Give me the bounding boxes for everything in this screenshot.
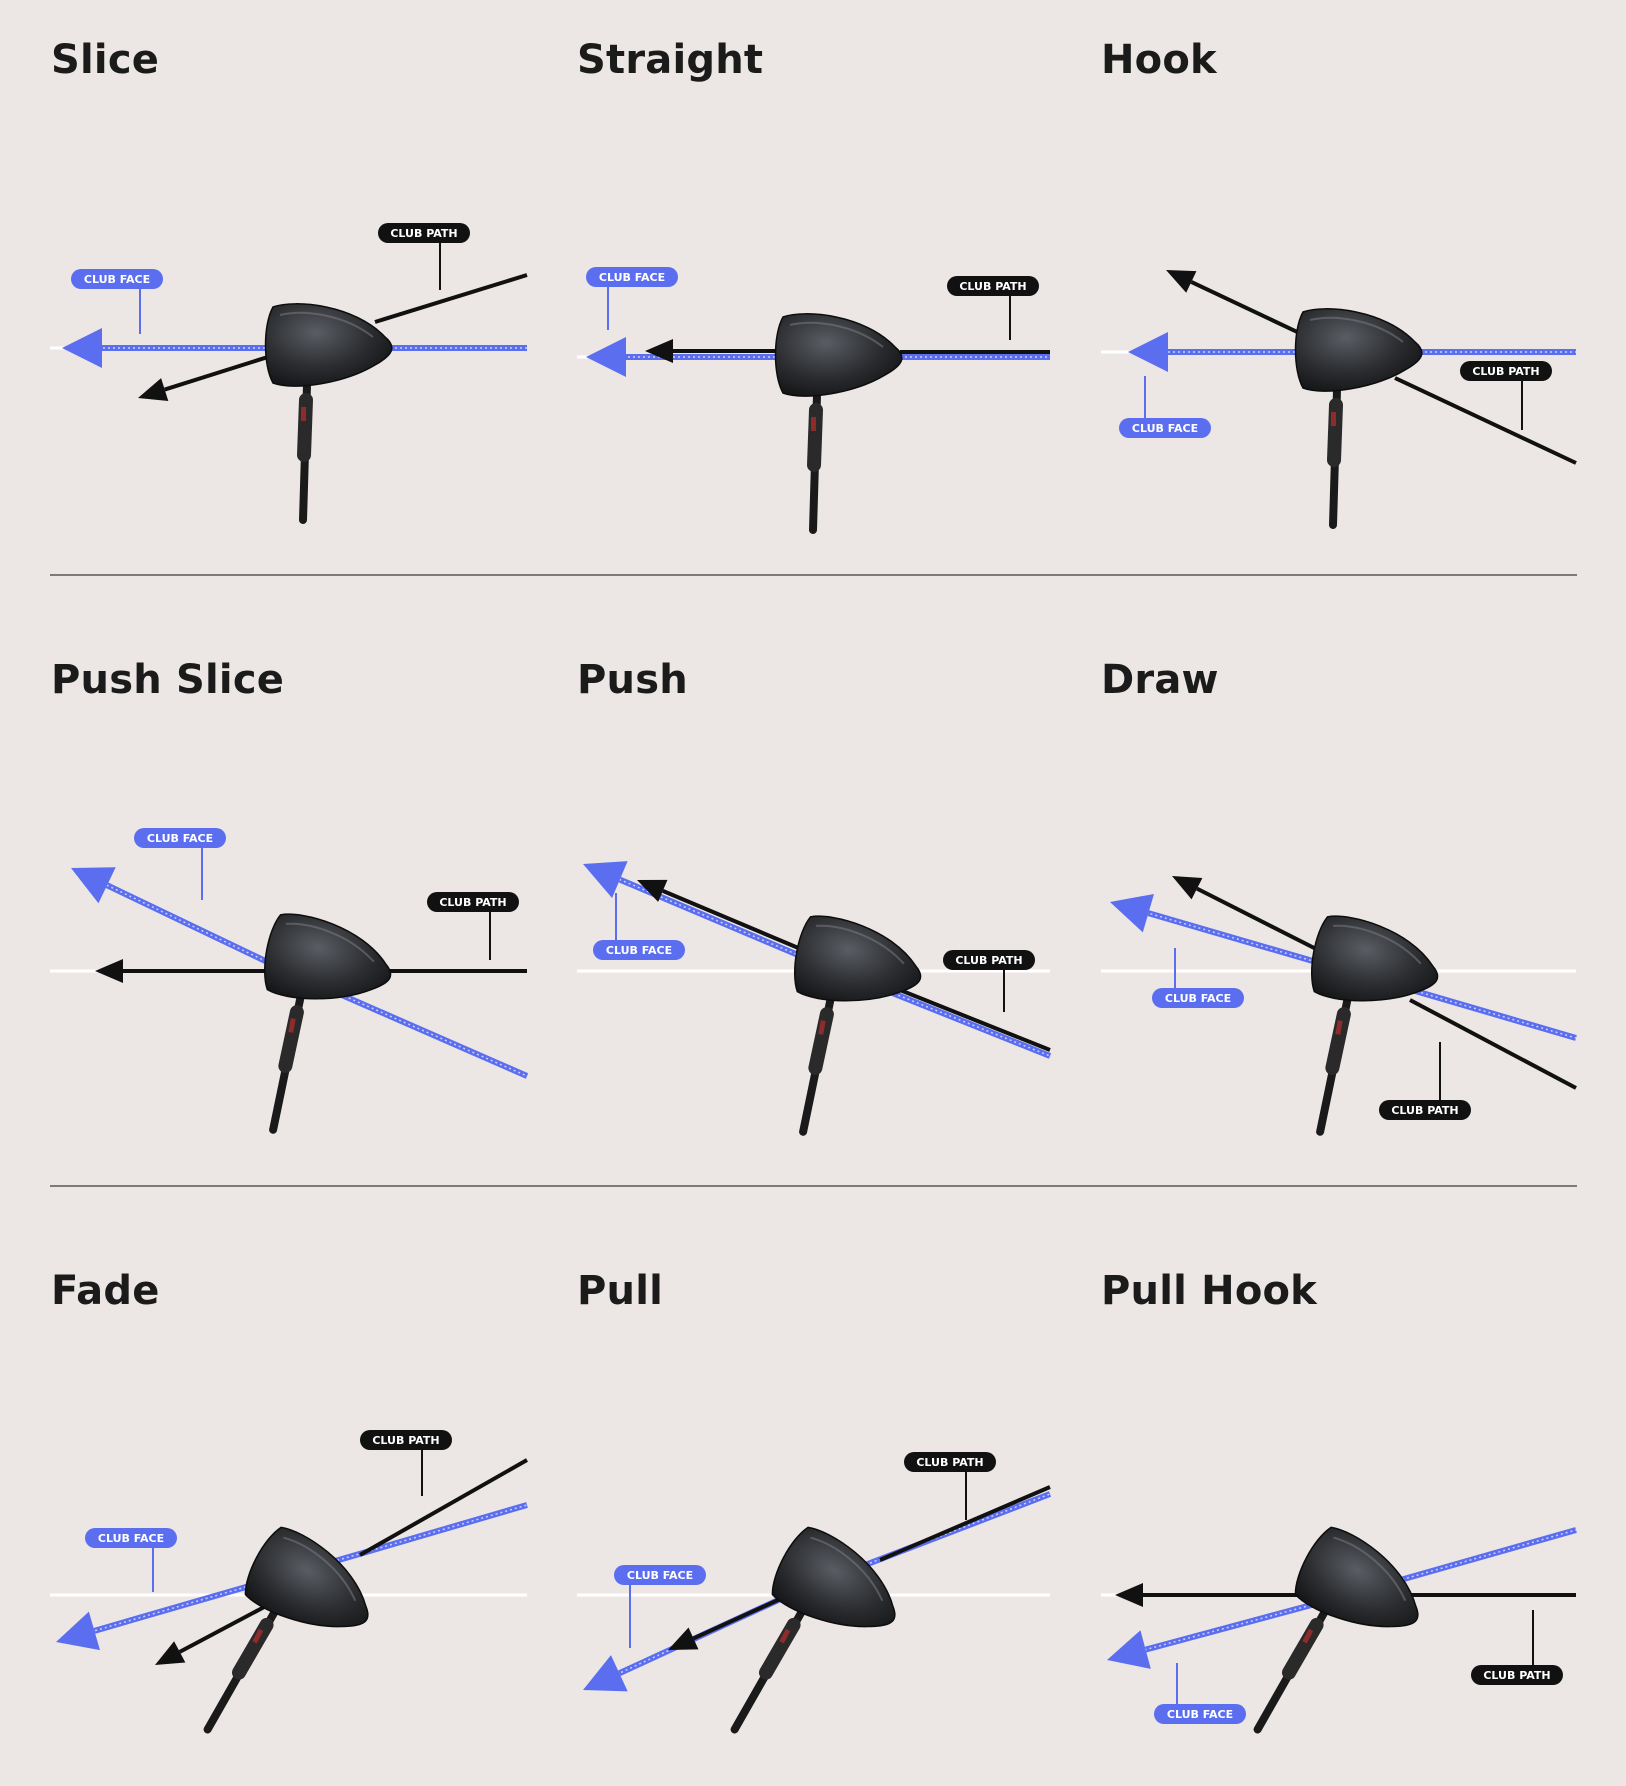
push-slice-club-face-arrow — [71, 867, 282, 971]
svg-text:CLUB PATH: CLUB PATH — [372, 1434, 439, 1447]
svg-text:CLUB FACE: CLUB FACE — [147, 832, 213, 845]
slice-club-path-tag: CLUB PATH — [378, 223, 470, 290]
draw-path-line-right — [1409, 998, 1577, 1090]
svg-text:CLUB PATH: CLUB PATH — [1472, 365, 1539, 378]
hook-path-line-right — [1394, 376, 1577, 465]
svg-text:CLUB FACE: CLUB FACE — [1165, 992, 1231, 1005]
svg-text:CLUB FACE: CLUB FACE — [98, 1532, 164, 1545]
svg-text:CLUB PATH: CLUB PATH — [439, 896, 506, 909]
push-slice-club-path-tag: CLUB PATH — [427, 892, 519, 960]
fade-club-path-arrow — [155, 1603, 269, 1665]
shot-title-hook: Hook — [1101, 37, 1217, 83]
fade-club-head — [203, 1526, 369, 1734]
shot-title-slice: Slice — [51, 37, 160, 83]
hook-club-head — [1294, 308, 1423, 529]
draw-club-face-tag: CLUB FACE — [1152, 948, 1244, 1008]
pull-hook-club-path-arrow — [1115, 1583, 1320, 1607]
shot-title-push-slice: Push Slice — [51, 657, 285, 703]
straight-club-face-tag: CLUB FACE — [586, 267, 678, 330]
shot-title-draw: Draw — [1101, 657, 1219, 703]
pull-hook-club-face-tag: CLUB FACE — [1154, 1663, 1246, 1724]
svg-text:CLUB FACE: CLUB FACE — [627, 1569, 693, 1582]
draw-club-path-tag: CLUB PATH — [1379, 1042, 1471, 1120]
shot-title-straight: Straight — [577, 37, 764, 83]
shot-title-pull-hook: Pull Hook — [1101, 1268, 1317, 1314]
hook-club-face-arrow — [1128, 332, 1300, 372]
straight-club-path-tag: CLUB PATH — [947, 276, 1039, 340]
push-club-path-arrow — [637, 879, 816, 957]
push-slice-club-face-tag: CLUB FACE — [134, 828, 226, 900]
draw-club-path-arrow — [1172, 876, 1331, 958]
shot-title-push: Push — [577, 657, 688, 703]
pull-club-face-tag: CLUB FACE — [614, 1565, 706, 1648]
pull-hook-club-face-arrow — [1107, 1597, 1331, 1669]
fade-club-face-tag: CLUB FACE — [85, 1528, 177, 1592]
push-slice-club-head — [264, 913, 392, 1134]
hook-club-path-arrow — [1166, 270, 1311, 340]
straight-club-head — [774, 313, 903, 534]
svg-text:CLUB FACE: CLUB FACE — [1167, 1708, 1233, 1721]
svg-text:CLUB PATH: CLUB PATH — [955, 954, 1022, 967]
straight-club-face-arrow — [586, 337, 795, 377]
push-club-face-tag: CLUB FACE — [593, 893, 685, 960]
hook-club-face-tag: CLUB FACE — [1119, 376, 1211, 438]
fade-club-face-arrow — [56, 1577, 271, 1651]
pull-hook-club-head — [1253, 1526, 1419, 1734]
slice-club-face-tag: CLUB FACE — [71, 269, 163, 334]
svg-text:CLUB PATH: CLUB PATH — [959, 280, 1026, 293]
fade-path-line-right — [359, 1458, 528, 1557]
pull-path-line-right — [879, 1485, 1051, 1562]
slice-path-line-right — [374, 273, 528, 324]
straight-club-path-arrow — [645, 339, 795, 363]
svg-text:CLUB FACE: CLUB FACE — [599, 271, 665, 284]
svg-text:CLUB PATH: CLUB PATH — [916, 1456, 983, 1469]
draw-club-face-arrow — [1110, 893, 1331, 969]
slice-club-face-arrow — [62, 328, 280, 368]
shot-title-pull: Pull — [577, 1268, 664, 1314]
svg-text:CLUB FACE: CLUB FACE — [606, 944, 672, 957]
shot-title-fade: Fade — [51, 1268, 160, 1314]
svg-text:CLUB FACE: CLUB FACE — [1132, 422, 1198, 435]
svg-text:CLUB PATH: CLUB PATH — [1391, 1104, 1458, 1117]
hook-club-path-tag: CLUB PATH — [1460, 361, 1552, 430]
push-slice-club-path-arrow — [95, 959, 290, 983]
fade-club-path-tag: CLUB PATH — [360, 1430, 452, 1496]
push-club-path-tag: CLUB PATH — [943, 950, 1035, 1012]
svg-text:CLUB FACE: CLUB FACE — [84, 273, 150, 286]
svg-text:CLUB PATH: CLUB PATH — [390, 227, 457, 240]
pull-hook-club-path-tag: CLUB PATH — [1471, 1610, 1563, 1685]
row-divider-1 — [50, 574, 1577, 576]
slice-club-head — [264, 303, 393, 524]
push-club-head — [794, 915, 922, 1136]
pull-club-path-tag: CLUB PATH — [904, 1452, 996, 1520]
svg-text:CLUB PATH: CLUB PATH — [1483, 1669, 1550, 1682]
row-divider-2 — [50, 1185, 1577, 1187]
pull-club-head — [730, 1526, 896, 1734]
push-path-line-right — [899, 988, 1051, 1052]
draw-club-head — [1311, 915, 1439, 1136]
